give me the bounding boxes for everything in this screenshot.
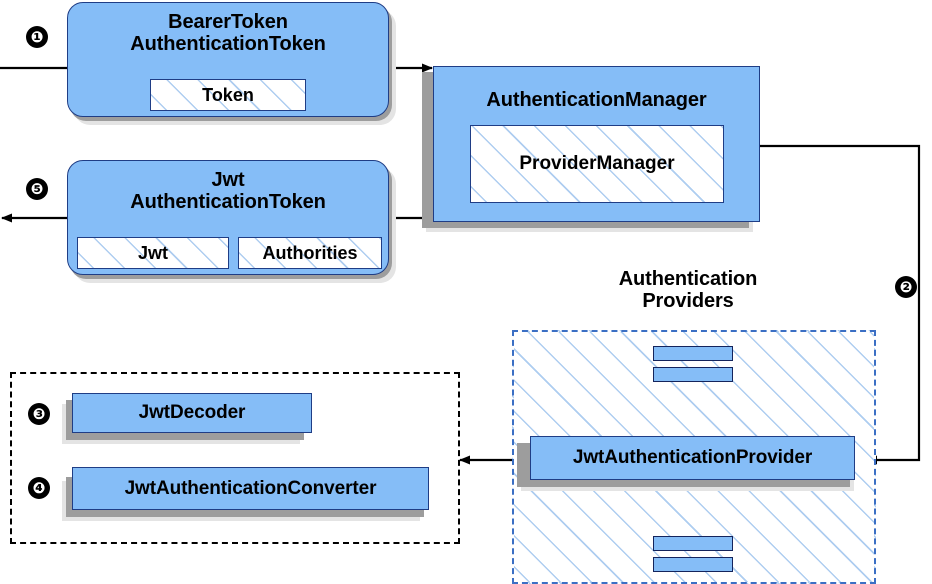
jwt-decoder-title: JwtDecoder	[138, 402, 246, 424]
bearer-token-title-line2: AuthenticationToken	[130, 33, 326, 55]
provider-stub-top-bar-2	[653, 367, 733, 382]
jwt-token-title-line1: Jwt	[211, 169, 245, 191]
provider-manager-label: ProviderManager	[519, 153, 675, 174]
bearer-token-slot-label: Token	[202, 84, 254, 105]
jwt-provider-box[interactable]: JwtAuthenticationProvider	[530, 436, 855, 480]
bearer-token-slot-token: Token	[150, 79, 306, 111]
authentication-providers-label-line1: Authentication	[618, 268, 758, 290]
jwt-converter-title: JwtAuthenticationConverter	[124, 477, 377, 499]
step-bullet-4: ❹	[28, 477, 50, 499]
bearer-token-title-line1: BearerToken	[168, 11, 288, 33]
provider-stub-bottom-bar-2	[653, 557, 733, 572]
bearer-token-card[interactable]: BearerToken AuthenticationToken Token	[67, 2, 389, 117]
authentication-manager-box[interactable]: AuthenticationManager ProviderManager	[433, 66, 760, 222]
authentication-providers-label-line2: Providers	[642, 290, 734, 312]
jwt-token-card[interactable]: Jwt AuthenticationToken Jwt Authorities	[67, 160, 389, 275]
step-bullet-5: ❺	[26, 178, 48, 200]
jwt-converter-box[interactable]: JwtAuthenticationConverter	[72, 467, 429, 510]
provider-stub-top-bar-1	[653, 346, 733, 361]
jwt-token-slot-authorities: Authorities	[238, 237, 382, 269]
jwt-provider-title: JwtAuthenticationProvider	[572, 447, 813, 469]
jwt-decoder-box[interactable]: JwtDecoder	[72, 393, 312, 433]
authentication-manager-slot-providermanager: ProviderManager	[470, 125, 724, 203]
jwt-token-slot-jwt: Jwt	[77, 237, 229, 269]
provider-stub-bottom-bar-1	[653, 536, 733, 551]
authentication-manager-title: AuthenticationManager	[486, 89, 707, 111]
step-bullet-2: ❷	[895, 276, 917, 298]
jwt-token-slot-jwt-label: Jwt	[137, 242, 168, 263]
jwt-token-title-line2: AuthenticationToken	[130, 191, 326, 213]
step-bullet-1: ❶	[26, 26, 48, 48]
jwt-token-slot-authorities-label: Authorities	[262, 242, 358, 263]
jwt-components-region	[10, 372, 460, 544]
step-bullet-3: ❸	[28, 403, 50, 425]
